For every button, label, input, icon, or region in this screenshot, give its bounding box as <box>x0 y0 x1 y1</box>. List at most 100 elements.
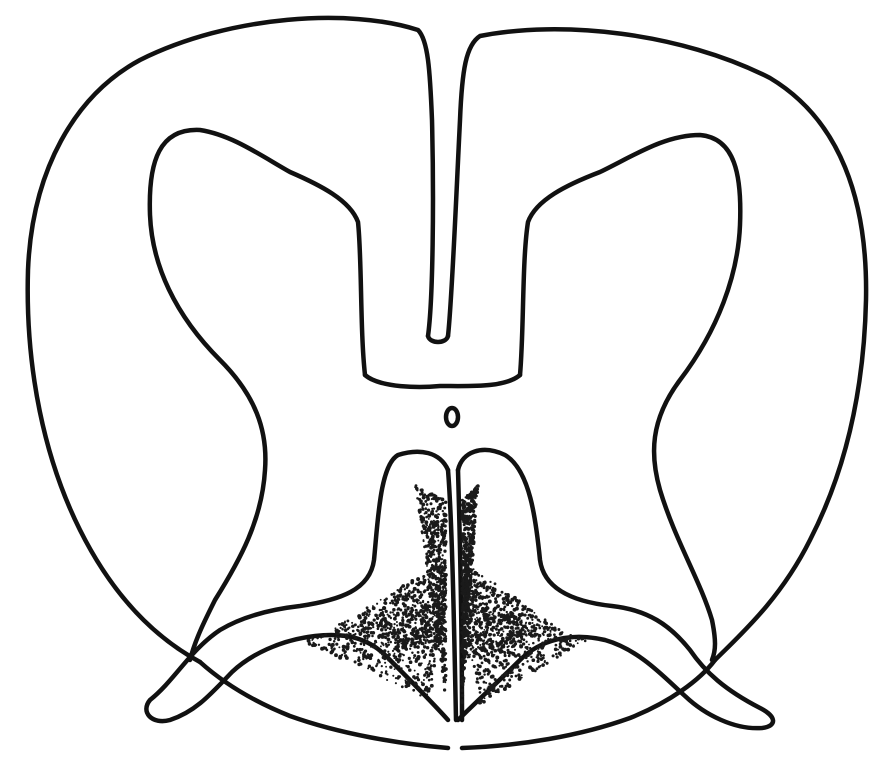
stipple-dot <box>430 650 433 653</box>
stipple-dot <box>434 566 437 569</box>
stipple-dot <box>475 606 478 609</box>
stipple-dot <box>415 633 417 635</box>
stipple-dot <box>430 664 433 667</box>
stipple-dot <box>443 633 446 636</box>
stipple-dot <box>434 645 437 648</box>
stipple-dot <box>434 514 438 518</box>
stipple-dot <box>408 590 411 593</box>
stipple-dot <box>441 647 445 651</box>
stipple-dot <box>441 644 443 646</box>
stipple-dot <box>421 530 424 533</box>
stipple-dot <box>363 635 366 638</box>
stipple-dot <box>489 643 492 646</box>
stipple-dot <box>399 593 402 596</box>
stipple-dot <box>500 663 504 667</box>
stipple-dot <box>559 640 563 644</box>
stipple-dot <box>400 667 402 669</box>
stipple-dot <box>352 630 355 633</box>
stipple-dot <box>497 632 500 635</box>
stipple-dot <box>399 590 401 592</box>
stipple-dot <box>385 645 388 648</box>
gray-commissure <box>365 375 520 387</box>
stipple-dot <box>464 521 467 524</box>
stipple-dot <box>465 526 467 528</box>
stipple-dot <box>536 623 539 626</box>
stipple-dot <box>430 531 434 535</box>
stipple-dot <box>571 638 573 640</box>
stipple-dot <box>559 654 561 656</box>
stipple-dot <box>346 642 350 646</box>
stipple-dot <box>422 575 425 578</box>
stipple-dot <box>357 625 360 628</box>
stipple-dot <box>375 646 377 648</box>
stipple-dot <box>521 674 523 676</box>
stipple-dot <box>491 675 495 679</box>
stipple-dot <box>499 685 502 688</box>
stipple-dot <box>492 612 494 614</box>
stipple-dot <box>524 646 527 649</box>
stipple-dot <box>519 623 522 626</box>
stipple-dot <box>399 624 401 626</box>
stipple-dot <box>409 660 413 664</box>
stipple-dot <box>417 673 420 676</box>
stipple-dot <box>499 594 501 596</box>
stipple-dot <box>494 678 497 681</box>
stipple-dot <box>360 639 362 641</box>
stipple-dot <box>370 622 374 626</box>
stipple-dot <box>415 627 417 629</box>
stipple-dot <box>478 654 481 657</box>
stipple-dot <box>431 627 433 629</box>
stipple-dot <box>501 591 504 594</box>
stipple-dot <box>344 621 346 623</box>
stipple-dot <box>511 605 514 608</box>
stipple-dot <box>410 579 414 583</box>
stipple-dot <box>577 642 579 644</box>
stipple-dot <box>498 612 501 615</box>
stipple-dot <box>398 658 402 662</box>
stipple-dot <box>496 624 499 627</box>
stipple-dot <box>475 671 479 675</box>
stipple-dot <box>367 634 370 637</box>
stipple-dot <box>440 575 443 578</box>
stipple-dot <box>444 637 447 640</box>
stipple-dot <box>499 608 502 611</box>
stipple-dot <box>472 590 475 593</box>
stipple-dot <box>477 646 479 648</box>
stipple-dot <box>464 632 467 635</box>
stipple-dot <box>432 621 434 623</box>
stipple-dot <box>422 503 424 505</box>
stipple-dot <box>515 675 518 678</box>
stipple-dot <box>437 604 440 607</box>
stipple-dot <box>401 622 404 625</box>
stipple-dot <box>484 608 488 612</box>
stipple-dot <box>441 523 443 525</box>
stipple-dot <box>467 569 469 571</box>
stipple-dot <box>503 614 506 617</box>
stipple-dot <box>471 613 475 617</box>
stipple-dot <box>380 619 383 622</box>
stipple-dot <box>444 667 448 671</box>
stipple-dot <box>429 609 431 611</box>
stipple-dot <box>415 612 417 614</box>
stipple-dot <box>407 679 411 683</box>
stipple-dot <box>499 640 503 644</box>
stipple-dot <box>393 662 396 665</box>
stipple-dot <box>538 634 542 638</box>
stipple-dot <box>497 622 499 624</box>
stipple-dot <box>480 595 482 597</box>
stipple-dot <box>473 596 476 599</box>
stipple-dot <box>421 642 424 645</box>
stipple-dot <box>431 568 433 570</box>
stipple-dot <box>483 681 486 684</box>
stipple-dot <box>321 635 324 638</box>
stipple-dot <box>504 606 506 608</box>
stipple-dot <box>577 637 581 641</box>
stipple-dot <box>491 629 493 631</box>
stipple-dot <box>462 564 465 567</box>
stipple-dot <box>473 655 475 657</box>
stipple-dot <box>466 621 469 624</box>
stipple-dot <box>438 609 441 612</box>
stipple-dot <box>537 637 540 640</box>
stipple-dot <box>444 674 447 677</box>
stipple-dot <box>427 508 430 511</box>
